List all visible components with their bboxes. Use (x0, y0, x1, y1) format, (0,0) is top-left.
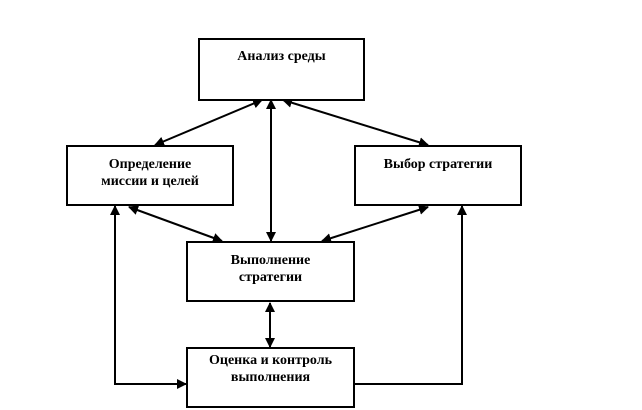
strategy-choice-label: Выбор стратегии (383, 157, 493, 172)
evaluation-control-box: Оценка и контроль выполнения (186, 347, 355, 408)
strategy-execution-box: Выполнение стратегии (186, 241, 355, 302)
strategy-execution-label: Выполнение стратегии (230, 253, 311, 285)
analysis-label: Анализ среды (237, 49, 326, 64)
evaluation-control-label: Оценка и контроль выполнения (208, 353, 332, 385)
arrow-analysis-choice (282, 97, 429, 148)
arrow-mission-evaluation (110, 205, 187, 389)
analysis-box: Анализ среды (198, 38, 365, 101)
arrow-choice-execution (321, 204, 429, 244)
mission-goals-label: Определение миссии и целей (101, 157, 199, 189)
mission-goals-box: Определение миссии и целей (66, 145, 234, 206)
arrow-analysis-mission (154, 98, 263, 147)
arrow-mission-execution (128, 205, 223, 243)
strategy-choice-box: Выбор стратегии (354, 145, 522, 206)
arrow-evaluation-choice (355, 205, 467, 385)
